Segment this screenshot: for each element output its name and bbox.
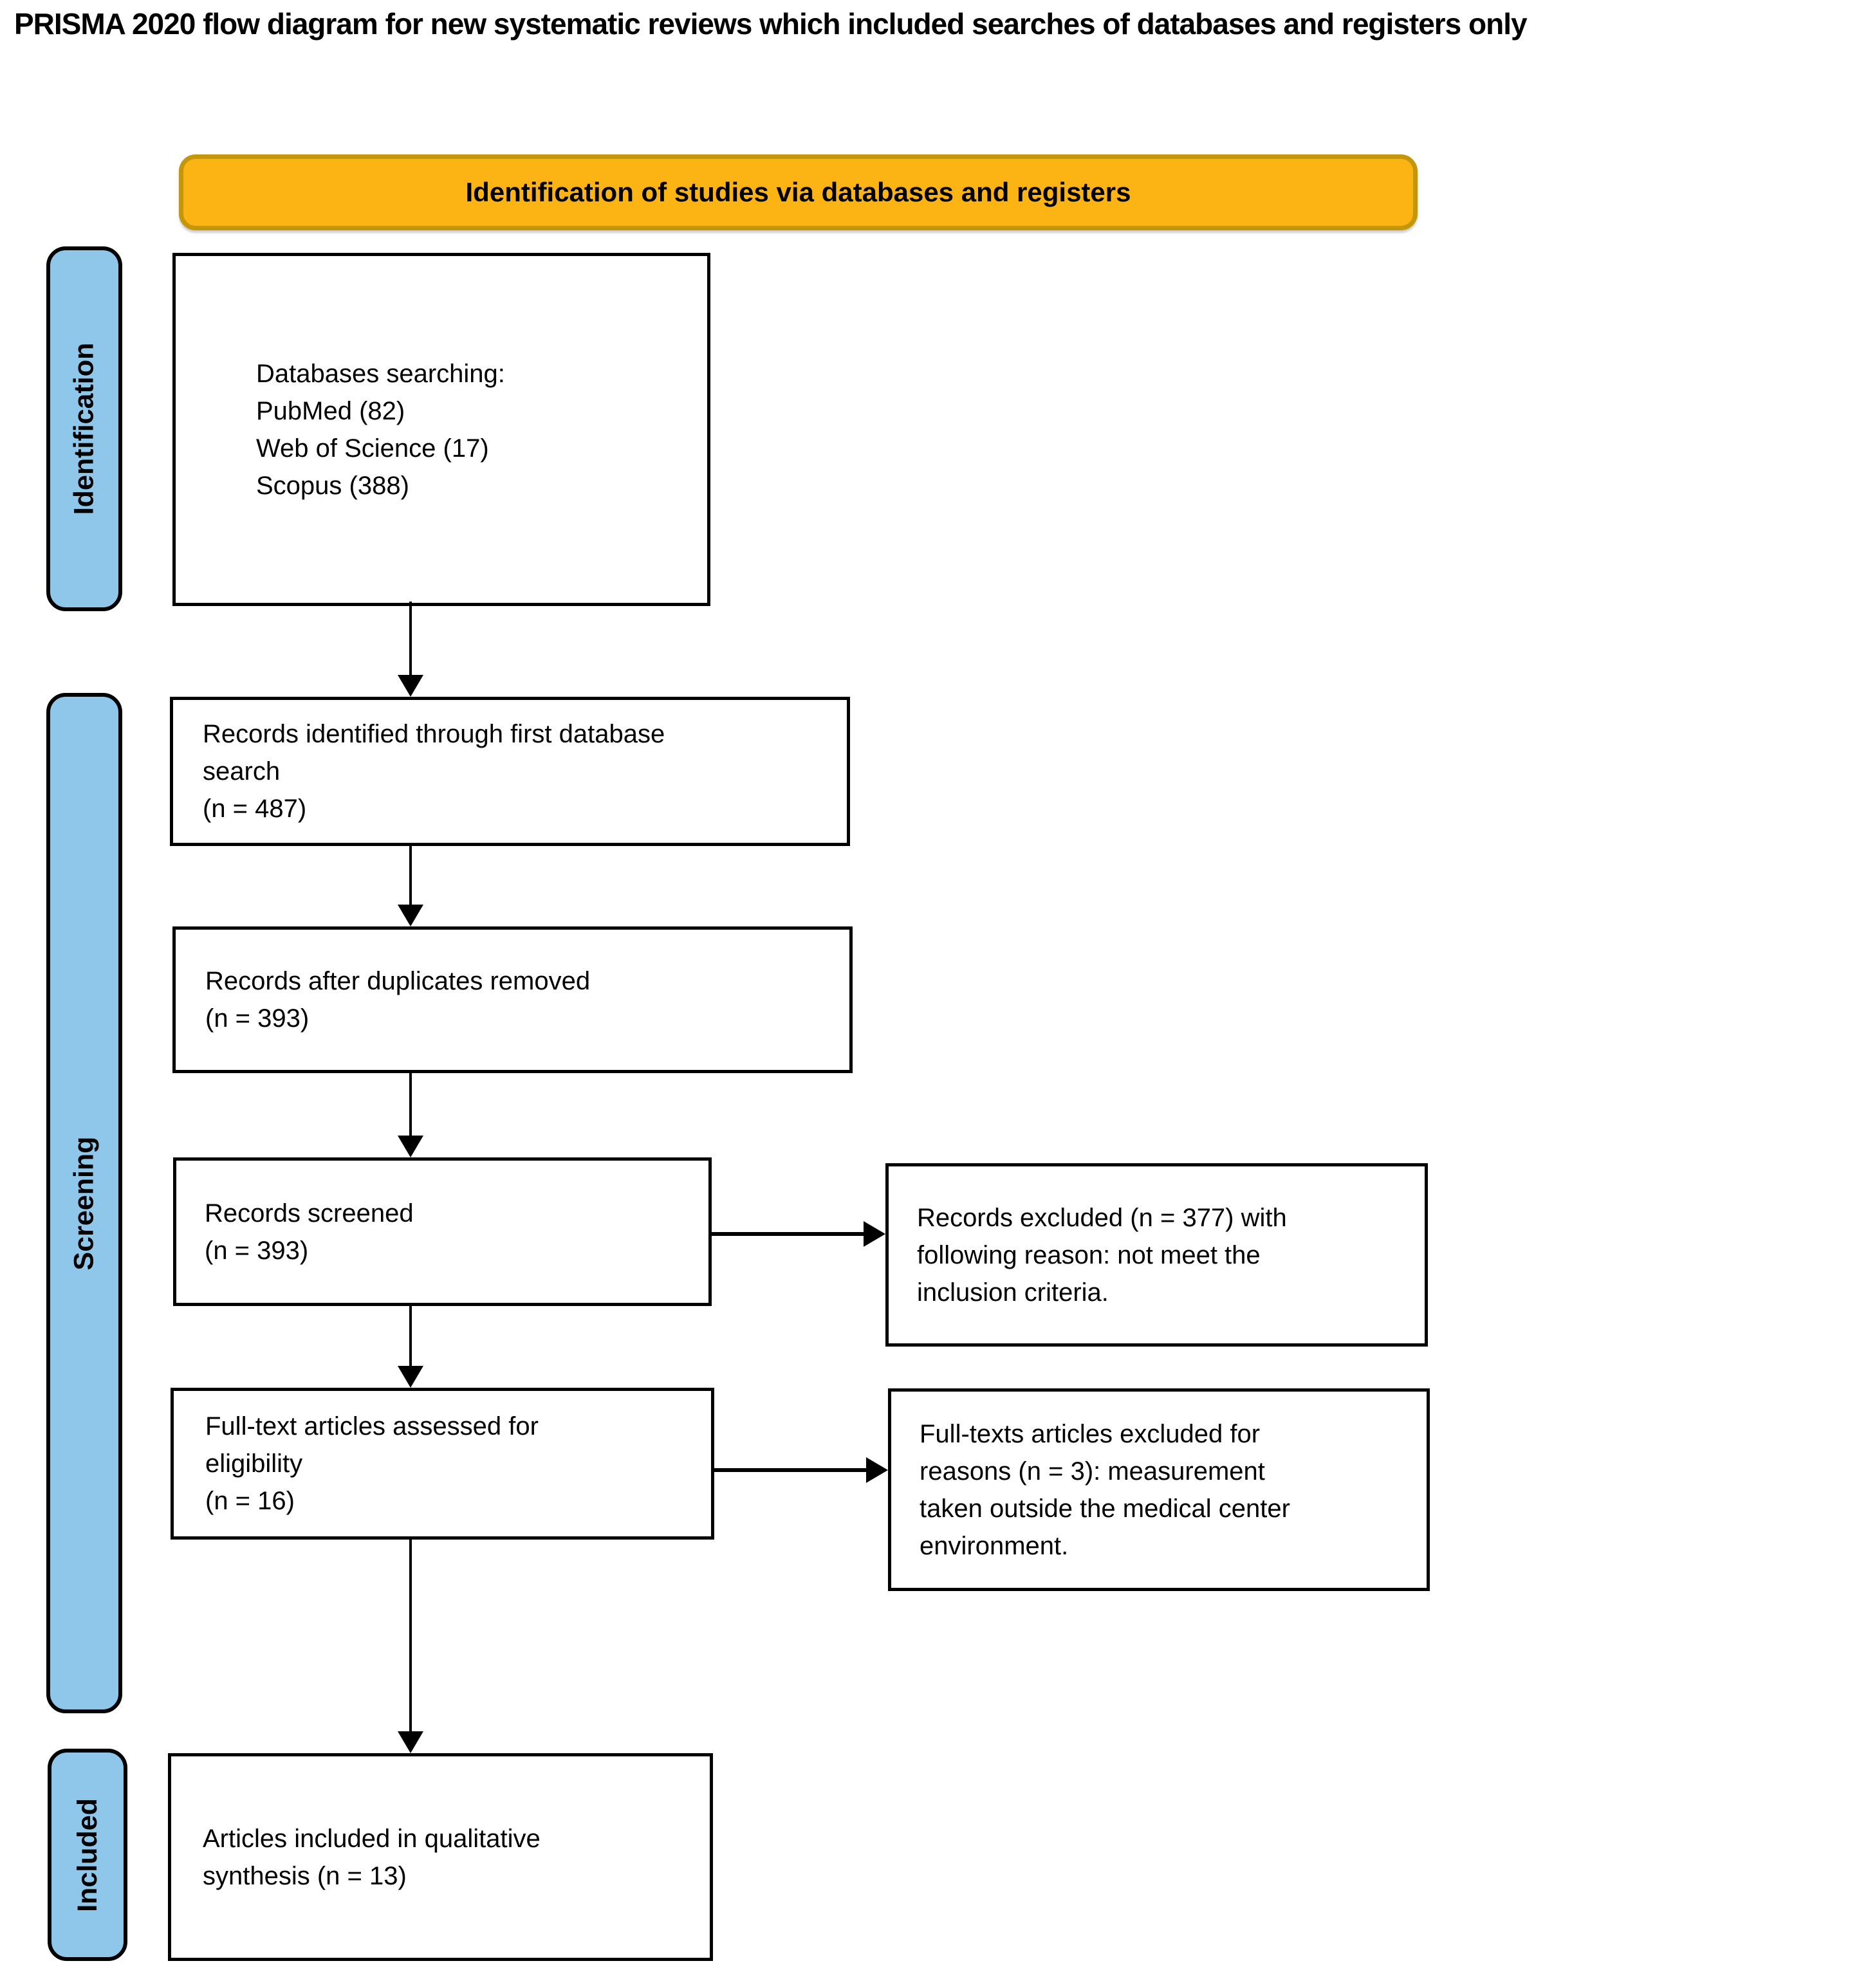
text-line: (n = 487) <box>203 795 307 823</box>
header-banner: Identification of studies via databases … <box>179 154 1418 230</box>
arrow-right-icon <box>866 1457 888 1483</box>
text-line: PubMed (82) <box>256 396 405 425</box>
arrow-screened-to-fulltext <box>409 1306 412 1366</box>
arrow-identified-to-deduplicated <box>409 846 412 905</box>
box-databases-searching: Databases searching: PubMed (82) Web of … <box>172 253 710 606</box>
box-duplicates-removed: Records after duplicates removed (n = 39… <box>172 926 853 1073</box>
text-line: synthesis (n = 13) <box>203 1861 407 1890</box>
stage-screening: Screening <box>46 693 122 1713</box>
text-line: Records after duplicates removed <box>205 967 591 995</box>
stage-identification: Identification <box>46 246 122 611</box>
arrow-fulltext-to-included <box>409 1540 412 1731</box>
stage-included-label: Included <box>71 1798 103 1912</box>
arrow-screened-to-excluded <box>712 1232 864 1236</box>
stage-included: Included <box>48 1749 127 1961</box>
text-line: Scopus (388) <box>256 471 409 500</box>
arrow-down-icon <box>398 1731 423 1753</box>
text-line: Full-text articles assessed for <box>205 1412 539 1440</box>
box-records-screened: Records screened (n = 393) <box>173 1157 712 1306</box>
page-title: PRISMA 2020 flow diagram for new systema… <box>14 7 1528 41</box>
stage-identification-label: Identification <box>68 342 100 515</box>
text-line: Web of Science (17) <box>256 434 489 463</box>
box-articles-included: Articles included in qualitative synthes… <box>168 1753 713 1961</box>
arrow-fulltext-to-excluded <box>714 1468 866 1472</box>
arrow-down-icon <box>398 1366 423 1388</box>
text-line: Databases searching: <box>256 359 505 388</box>
text-line: Records screened <box>205 1199 414 1228</box>
box-fulltext-assessed: Full-text articles assessed for eligibil… <box>171 1388 714 1540</box>
text-line: reasons (n = 3): measurement <box>920 1457 1265 1486</box>
text-line: (n = 393) <box>205 1004 310 1033</box>
stage-screening-label: Screening <box>68 1136 100 1270</box>
text-line: taken outside the medical center <box>920 1494 1290 1523</box>
text-line: following reason: not meet the <box>917 1240 1261 1269</box>
text-line: Records excluded (n = 377) with <box>917 1203 1287 1232</box>
text-line: environment. <box>920 1531 1069 1560</box>
text-line: (n = 16) <box>205 1487 295 1515</box>
text-line: Full-texts articles excluded for <box>920 1419 1261 1448</box>
header-label: Identification of studies via databases … <box>465 177 1131 207</box>
text-line: Articles included in qualitative <box>203 1824 541 1853</box>
text-line: Records identified through first databas… <box>203 720 665 748</box>
arrow-down-icon <box>398 675 423 697</box>
box-fulltext-excluded: Full-texts articles excluded for reasons… <box>888 1388 1430 1591</box>
text-line: inclusion criteria. <box>917 1278 1109 1307</box>
arrow-databases-to-identified <box>409 602 412 675</box>
arrow-down-icon <box>398 905 423 926</box>
text-line: (n = 393) <box>205 1236 309 1265</box>
arrow-deduplicated-to-screened <box>409 1073 412 1136</box>
box-records-identified: Records identified through first databas… <box>170 697 850 846</box>
arrow-down-icon <box>398 1136 423 1157</box>
text-line: eligibility <box>205 1450 303 1478</box>
box-records-excluded: Records excluded (n = 377) with followin… <box>885 1163 1428 1347</box>
text-line: search <box>203 757 281 786</box>
arrow-right-icon <box>864 1221 885 1247</box>
